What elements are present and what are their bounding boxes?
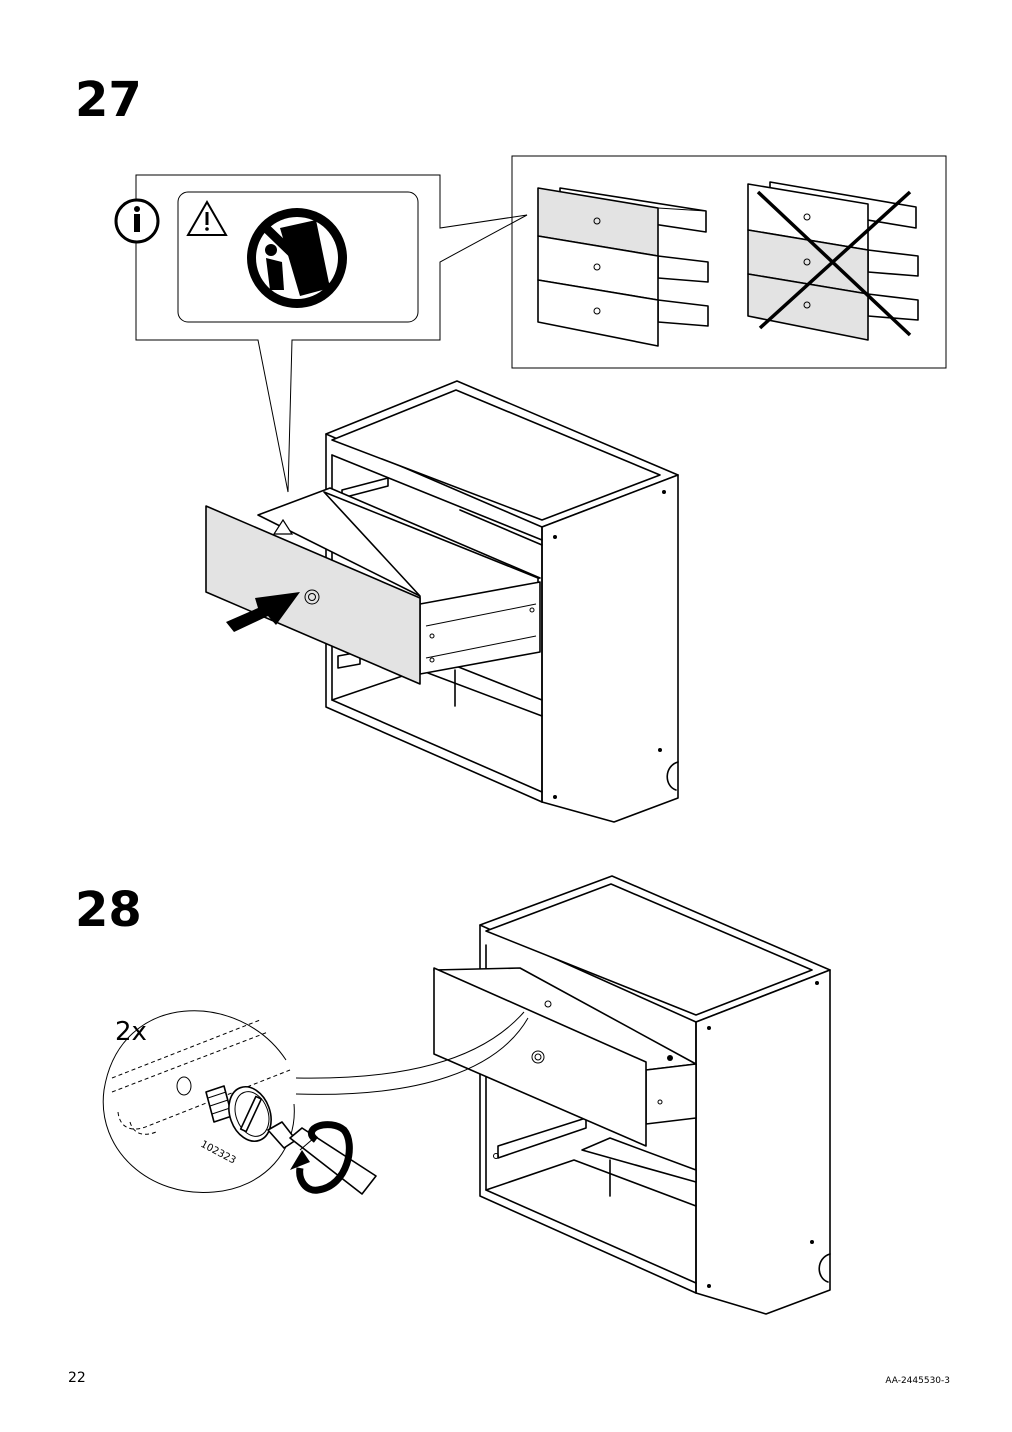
info-callout bbox=[135, 174, 528, 493]
incorrect-drawer-order bbox=[747, 181, 919, 341]
no-tipping-icon bbox=[247, 208, 347, 308]
small-warning-label-icon bbox=[272, 518, 294, 535]
screwdriver-icon bbox=[267, 1121, 377, 1195]
drawer-step-28 bbox=[433, 967, 697, 1147]
document-code: AA-2445530-3 bbox=[885, 1376, 950, 1386]
step-27-number: 27 bbox=[75, 72, 142, 128]
page-number: 22 bbox=[68, 1370, 86, 1386]
rotate-arrow-icon bbox=[290, 1121, 353, 1194]
screw-icon bbox=[205, 1085, 272, 1142]
dresser-step-27 bbox=[325, 380, 679, 823]
drawer-step-27 bbox=[205, 487, 541, 685]
detail-magnifier bbox=[102, 1010, 529, 1193]
drawer-comparison-box bbox=[511, 155, 947, 369]
part-number-label: 102323 bbox=[199, 1139, 238, 1167]
info-icon bbox=[114, 198, 160, 244]
warning-triangle-icon bbox=[186, 199, 228, 236]
correct-drawer-order bbox=[537, 187, 709, 347]
push-arrow-icon bbox=[226, 592, 300, 632]
dresser-step-28 bbox=[479, 875, 831, 1315]
quantity-label: 2x bbox=[115, 1017, 147, 1047]
step-28-number: 28 bbox=[75, 882, 142, 938]
